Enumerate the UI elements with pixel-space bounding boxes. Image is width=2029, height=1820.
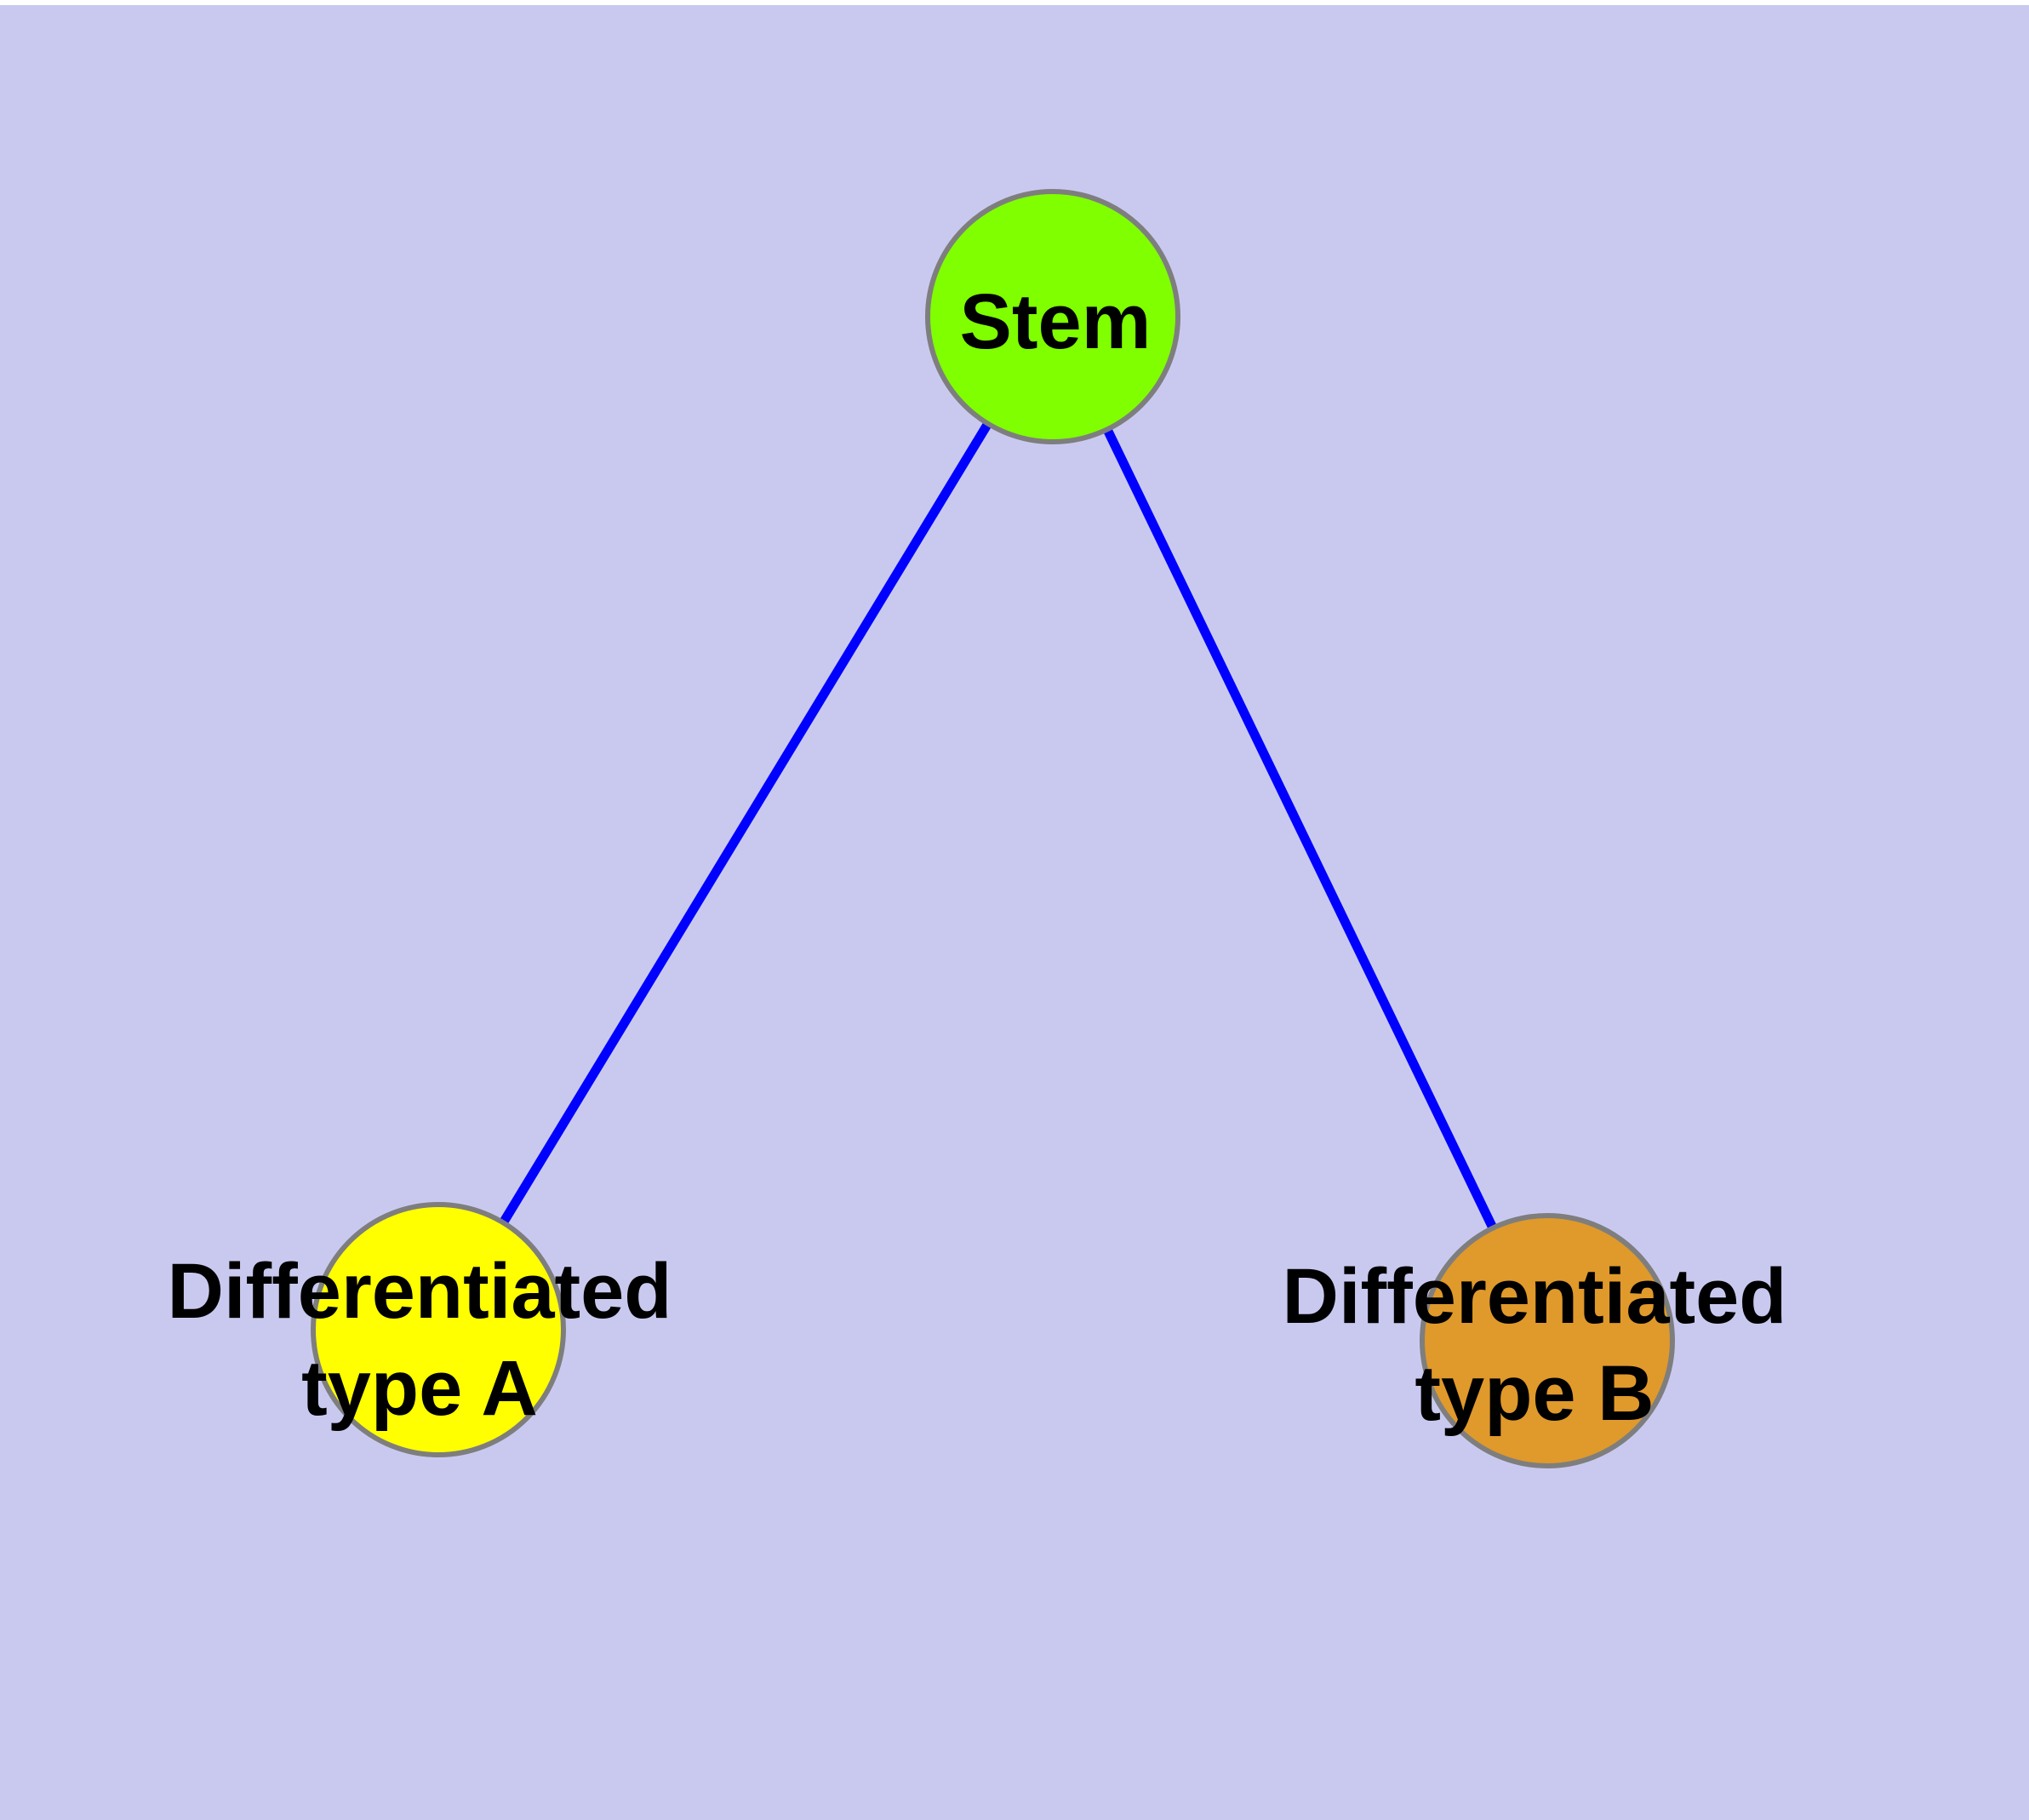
node-differentiated-type-a (311, 1202, 566, 1457)
edge-stem-to-type-a (434, 314, 1057, 1332)
edge-stem-to-type-b (1049, 314, 1552, 1343)
node-label-stem: Stem (959, 278, 1152, 365)
node-label-differentiated-type-a: Differentiated type A (167, 1248, 672, 1432)
node-stem (925, 189, 1180, 444)
node-label-differentiated-type-b: Differentiated type B (1282, 1253, 1787, 1437)
node-differentiated-type-b (1420, 1213, 1675, 1468)
top-edge-strip (0, 0, 2029, 5)
